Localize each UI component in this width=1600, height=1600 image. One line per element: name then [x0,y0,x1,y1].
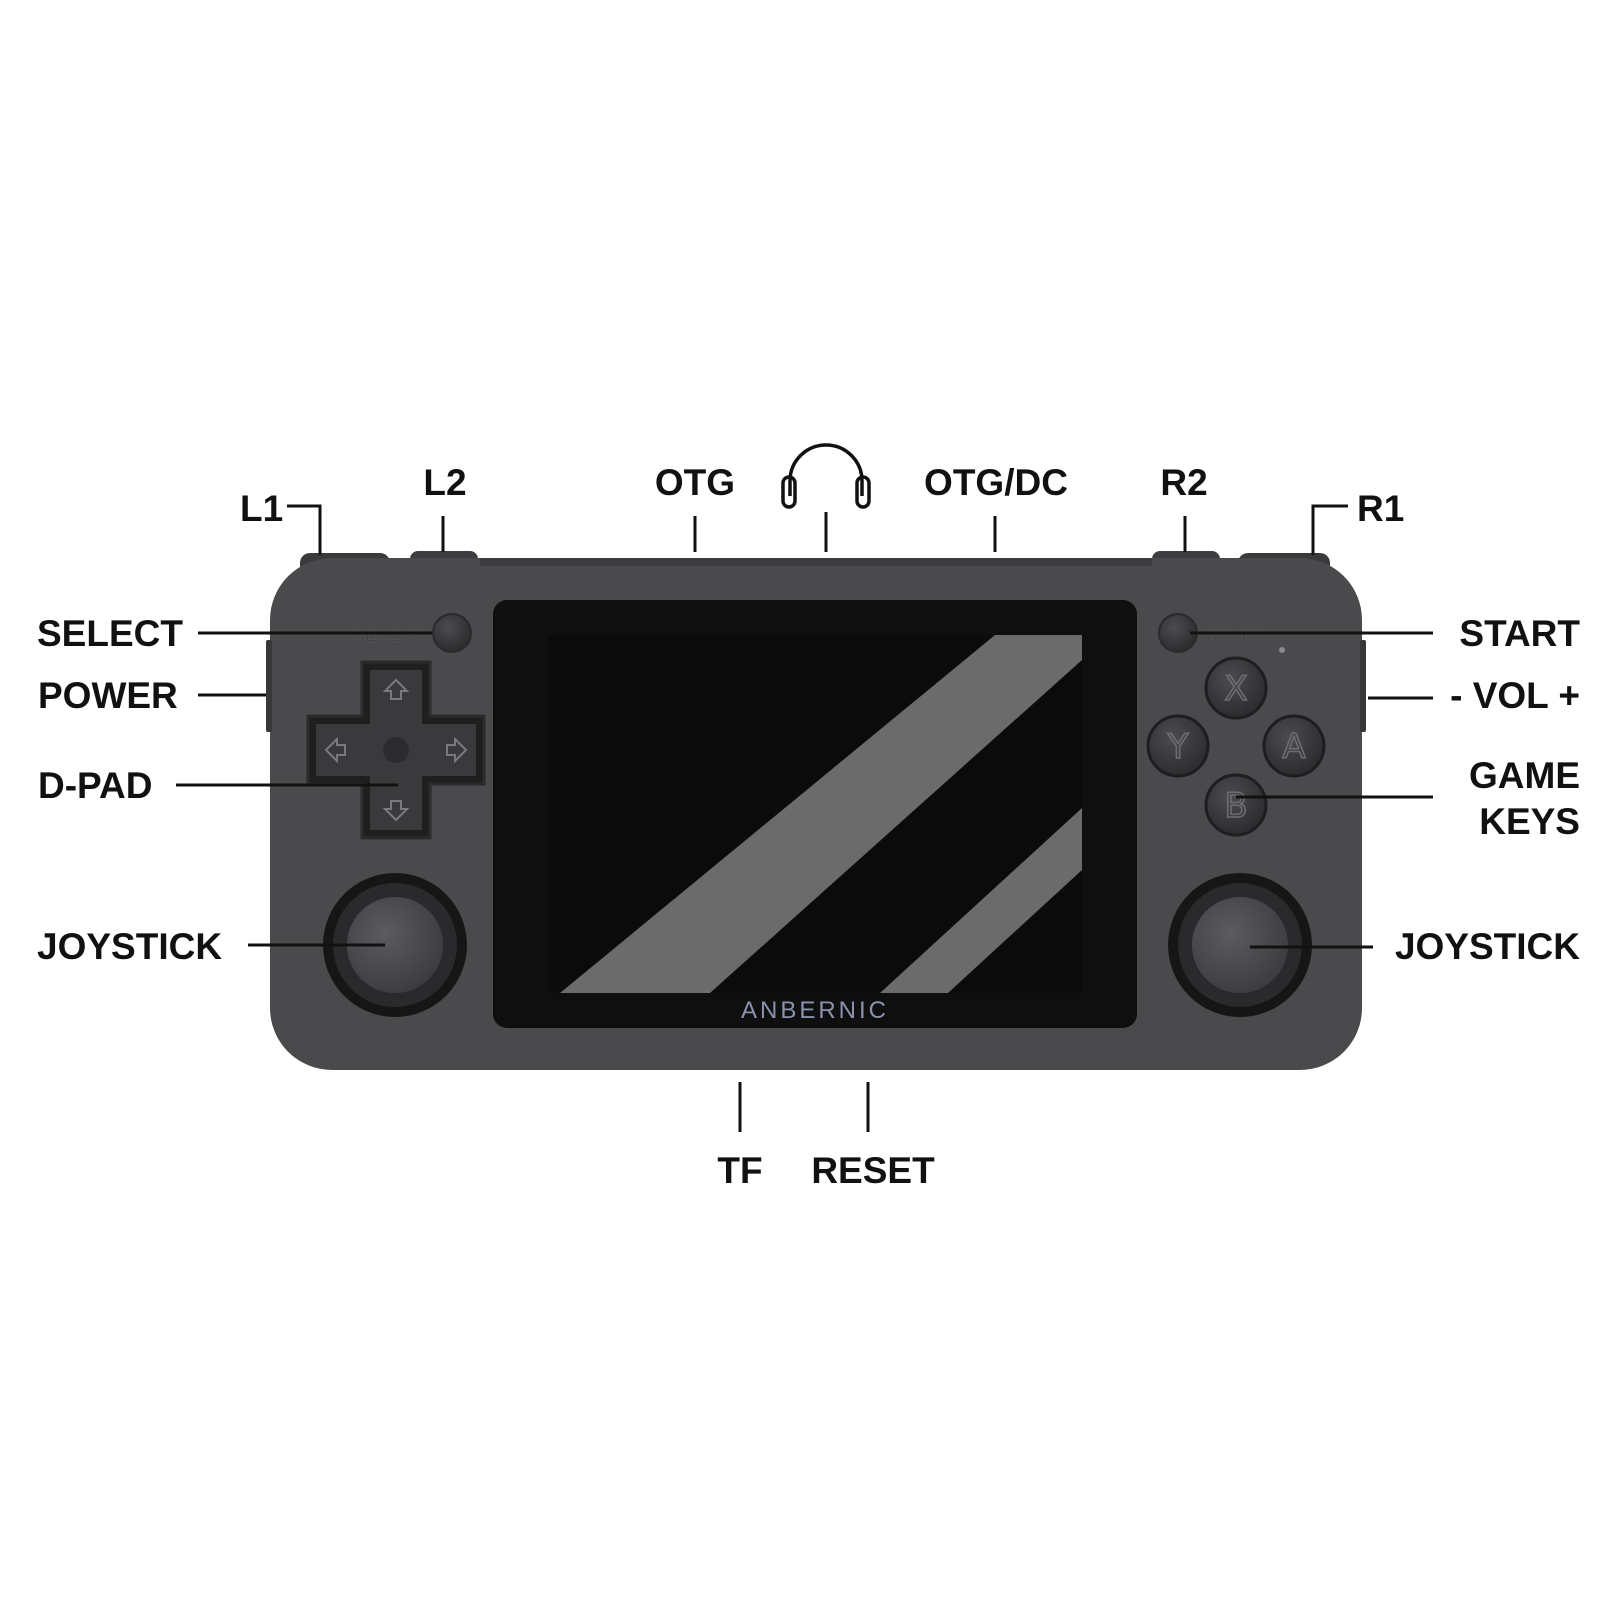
l1-leader [287,504,322,555]
device-top-edge [480,558,1152,566]
brand-logo: ANBERNIC [741,997,889,1024]
left-joystick-cap [347,897,443,993]
label-r2: R2 [1160,462,1207,503]
dpad[interactable] [306,660,486,840]
a-button[interactable] [1262,714,1326,778]
y-button[interactable] [1146,714,1210,778]
screen-assembly: ANBERNIC [493,600,1137,1028]
power-switch[interactable] [266,640,272,732]
x-button-letter: X [1224,669,1247,709]
start-silkscreen: START [1206,626,1265,645]
status-led [1279,647,1285,653]
arrow-up-icon [382,678,410,700]
select-button[interactable] [432,613,472,653]
label-reset: RESET [811,1150,935,1191]
y-button-letter: Y [1167,727,1189,767]
headphones-icon [781,443,871,509]
x-button[interactable] [1204,656,1268,720]
right-joystick[interactable] [1168,873,1312,1017]
select-silkscreen: SELECT [353,626,425,645]
label-volume: - VOL + [1450,675,1580,716]
dpad-center [383,737,409,763]
b-button-letter: B [1224,786,1247,826]
volume-rocker[interactable] [1360,640,1366,732]
label-otg-dc: OTG/DC [924,462,1068,503]
arrow-left-icon [324,736,346,764]
face-buttons: X Y A B [1146,656,1326,837]
callout-labels: L1 L2 OTG OTG/DC R2 R1 SELECT POWER D-PA… [37,462,1580,1191]
left-joystick[interactable] [323,873,467,1017]
label-power: POWER [38,675,178,716]
label-start: START [1459,613,1580,654]
leader-lines [176,504,1433,1132]
label-l1: L1 [240,488,283,529]
screen-stripe-wide [560,635,1082,993]
label-game-keys-line2: KEYS [1479,801,1580,842]
screen-stripe-narrow [880,808,1082,993]
label-tf: TF [717,1150,762,1191]
arrow-right-icon [446,736,468,764]
label-dpad: D-PAD [38,765,152,806]
label-joystick-left: JOYSTICK [37,926,222,967]
arrow-down-icon [382,800,410,822]
label-game-keys-line1: GAME [1469,755,1580,796]
label-r1: R1 [1357,488,1404,529]
label-select: SELECT [37,613,183,654]
r1-leader [1311,504,1348,555]
right-joystick-cap [1192,897,1288,993]
label-otg: OTG [655,462,735,503]
b-button[interactable] [1204,773,1268,837]
screen-stripes [560,635,1082,993]
label-joystick-right: JOYSTICK [1395,926,1580,967]
label-l2: L2 [423,462,466,503]
a-button-letter: A [1282,727,1305,767]
